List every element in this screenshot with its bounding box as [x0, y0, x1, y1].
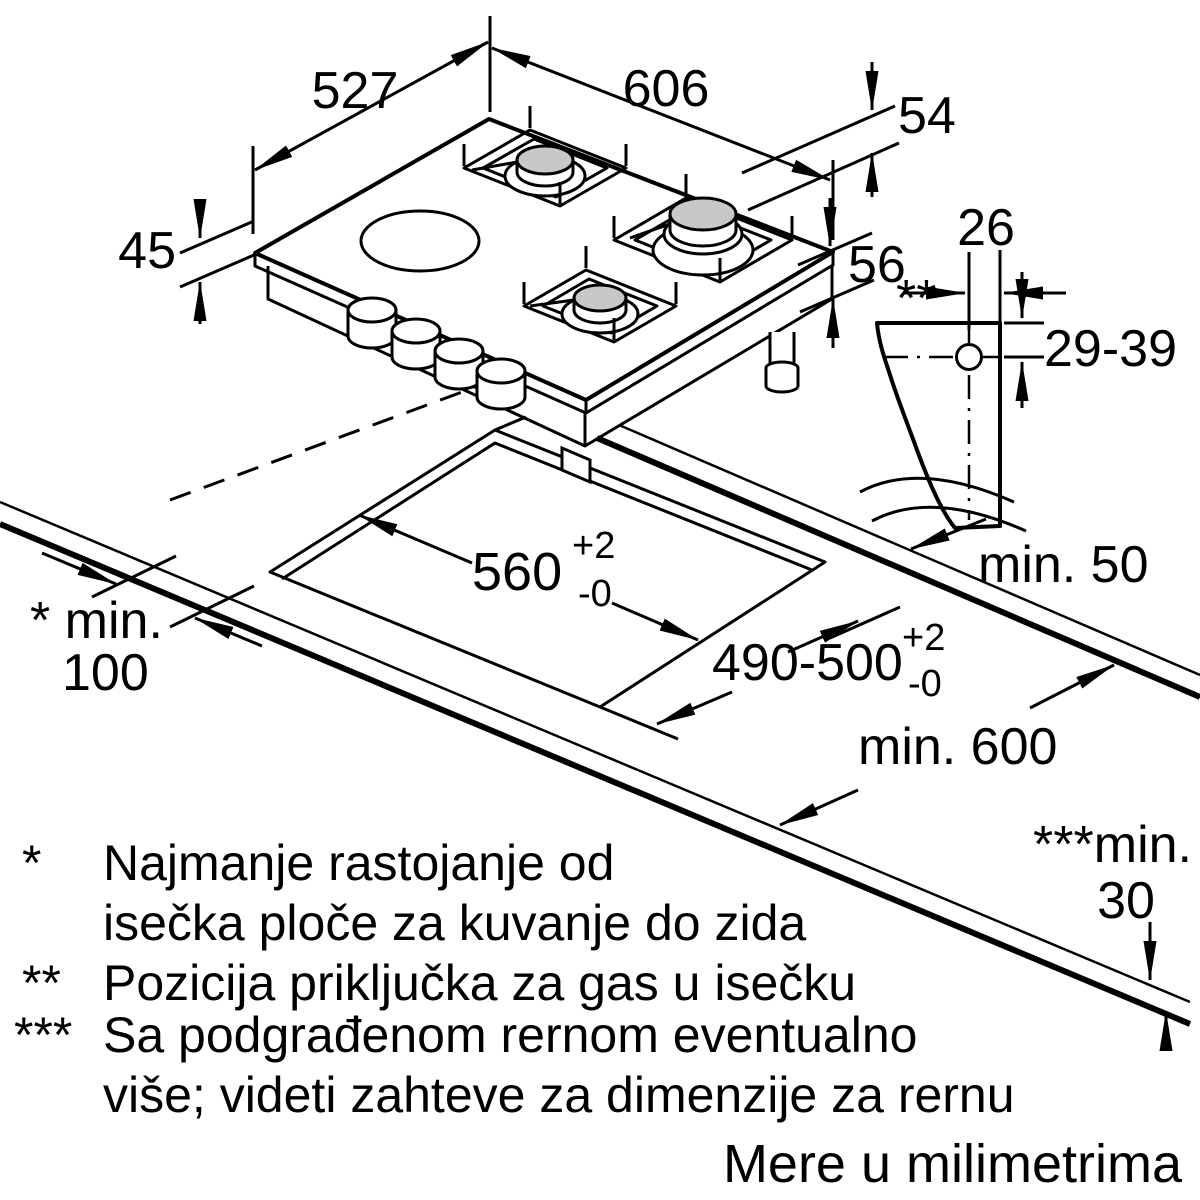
dim-560-arrow-left	[358, 513, 473, 565]
worktop-front-edge-line	[0, 500, 1191, 1004]
dim-560-arrow-right	[611, 601, 699, 642]
dim-min50-label: min. 50	[978, 536, 1149, 594]
footnote-text-1a: Najmanje rastojanje od	[103, 835, 614, 891]
dim-490-sup: +2	[902, 617, 945, 659]
wall-edge-line	[618, 423, 1200, 677]
dim-490-arrow-right	[787, 619, 859, 654]
burner-cap	[572, 283, 628, 313]
dim-560-label: 560	[472, 542, 562, 602]
footnote-text-1b: isečka ploče za kuvanje do zida	[103, 895, 806, 951]
burner-cap	[668, 196, 738, 232]
dim-min600-arrow-right	[1029, 663, 1115, 710]
dim-490-label: 490-500	[712, 634, 903, 692]
burner-right	[612, 174, 794, 284]
burner-front	[522, 246, 678, 344]
pan-support-outer	[612, 196, 794, 284]
dim-560-sup: +2	[572, 525, 615, 567]
ext-45-b	[179, 253, 255, 289]
dim-54-label: 54	[898, 87, 956, 145]
dimension-lines	[41, 16, 1173, 1051]
ext-54-a	[741, 104, 896, 175]
ext-56-a	[797, 231, 873, 267]
dim-490-arrow-left	[656, 690, 733, 726]
cutout-ext-north	[494, 415, 527, 432]
footnote-text-3b: više; videti zahteve za dimenzije za rer…	[103, 1067, 1015, 1123]
dim-min100-arrow-right	[194, 616, 263, 648]
gas-detail-inset	[859, 321, 1027, 533]
pan-support-prongs	[522, 246, 678, 340]
hob-foot	[560, 445, 592, 485]
footnote-text-3a: Sa podgrađenom rernom eventualno	[103, 1007, 917, 1063]
control-knobs	[346, 296, 527, 411]
units-note: Mere u milimetrima	[723, 1134, 1183, 1194]
footnotes: * Najmanje rastojanje od isečka ploče za…	[14, 835, 1183, 1194]
dimension-labels: 527 606 54 45 56 26 29-39 ** min. 50 560…	[30, 60, 1192, 930]
dim-606-label: 606	[623, 60, 710, 118]
dim-min100-label-1: * min.	[30, 592, 163, 650]
cutout-inner-face	[281, 441, 813, 581]
cutout-ext-south	[599, 705, 679, 741]
alignment-dashed-line	[169, 376, 501, 502]
dim-min30-label-1: ***min.	[1033, 816, 1192, 874]
ext-56-b	[799, 278, 875, 314]
dim-45-label: 45	[118, 222, 176, 280]
pan-support-prongs	[612, 174, 794, 280]
gas-connection-hole	[955, 343, 983, 371]
break-arc-upper	[859, 476, 1015, 504]
knob-top	[390, 317, 442, 345]
hob-isometric	[253, 106, 835, 485]
dim-min50-arrow	[910, 517, 987, 551]
tick-min100-left	[91, 554, 177, 599]
pan-support-outer	[522, 268, 678, 344]
dim-min600-label: min. 600	[858, 718, 1057, 776]
dim-2939-label: 29-39	[1044, 320, 1177, 378]
footnote-marker-1: *	[22, 835, 41, 891]
dim-min600-arrow-left	[779, 788, 859, 827]
dim-56-label: 56	[848, 236, 906, 294]
dim-527-line	[254, 40, 489, 172]
footnote-text-2a: Pozicija priključka za gas u isečku	[103, 955, 856, 1011]
gas-pipe-nut	[764, 360, 800, 394]
worktop-lines	[0, 376, 1200, 1027]
cabinet-front-line	[0, 521, 1192, 1027]
hob-body	[266, 266, 834, 448]
dim-490-sub: -0	[908, 663, 942, 705]
gas-inlet-pipe	[764, 332, 800, 394]
ext-45-a	[179, 219, 255, 255]
dim-26-label: 26	[957, 199, 1015, 257]
igniter-line	[629, 222, 671, 240]
knob-top	[433, 337, 485, 365]
dim-min100-label-2: 100	[62, 644, 149, 702]
ext-54-b	[747, 141, 900, 212]
wall-face-line	[595, 435, 1200, 700]
dim-min100-arrow-left	[41, 551, 117, 586]
footnote-marker-3: ***	[14, 1007, 72, 1063]
tick-min100-right	[169, 584, 255, 629]
igniter-line	[529, 298, 575, 308]
burner-cap	[515, 144, 575, 176]
dim-min30-label-2: 30	[1097, 872, 1155, 930]
gas-position-marker: **	[896, 270, 936, 328]
knob-top	[475, 357, 527, 385]
break-arc-lower	[871, 505, 1027, 533]
footnote-marker-2: **	[22, 955, 61, 1011]
dim-560-sub: -0	[578, 573, 612, 615]
oval-zone	[359, 209, 481, 273]
knob-top	[346, 296, 398, 324]
dim-527-label: 527	[312, 62, 399, 120]
